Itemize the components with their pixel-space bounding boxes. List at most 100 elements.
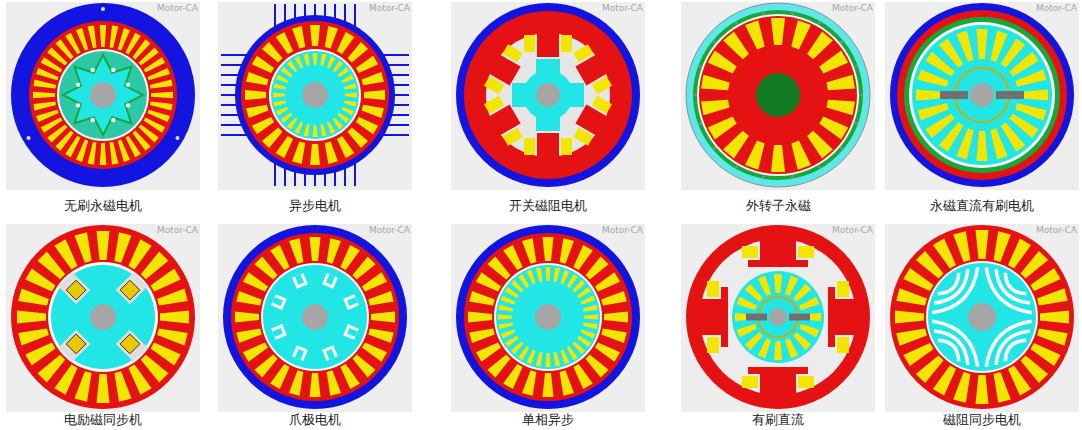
rotor-core	[263, 265, 367, 369]
bolt-hole	[27, 136, 31, 140]
stator-core	[464, 11, 632, 179]
claw	[271, 294, 287, 310]
stator-winding	[41, 118, 63, 133]
rotor-bar	[498, 315, 512, 320]
stator-winding	[791, 20, 811, 49]
stator-winding	[595, 342, 620, 361]
stator-winding	[246, 105, 268, 118]
rotor-bar	[274, 83, 287, 89]
rotor-bar	[560, 270, 569, 285]
rotor-bar	[536, 268, 543, 283]
housing	[223, 225, 407, 409]
rotor-bar	[273, 93, 285, 98]
stator-winding	[34, 80, 57, 89]
claw	[343, 324, 359, 340]
pole-shoe	[721, 287, 728, 347]
pole-coil	[524, 35, 535, 52]
watermark: Motor-CA	[832, 3, 873, 13]
stator-winding	[586, 257, 609, 280]
stator-winding	[236, 291, 261, 305]
stator-winding	[36, 110, 58, 122]
stator-winding	[488, 355, 511, 378]
magnet-dot	[699, 122, 702, 125]
stator-winding	[819, 50, 848, 73]
stator-winding	[148, 110, 170, 122]
pole-coil	[561, 138, 572, 155]
rotor-bar	[303, 54, 309, 67]
shaft	[90, 82, 116, 108]
stator-winding	[292, 26, 305, 48]
stator-winding	[110, 142, 119, 165]
pole-shoe	[748, 367, 808, 374]
stator-winding	[141, 252, 169, 280]
stator-core	[890, 225, 1074, 409]
rotor-bar	[313, 125, 318, 137]
rotor-bar	[333, 118, 343, 130]
stator-winding	[595, 272, 620, 291]
rotor-bar	[313, 53, 318, 65]
panel-background	[6, 224, 200, 412]
shaft	[970, 83, 994, 107]
stator-winding	[348, 128, 369, 149]
watermark: Motor-CA	[157, 225, 198, 235]
stator-winding	[129, 239, 152, 269]
stator-winding	[151, 268, 181, 291]
stator-winding	[1037, 329, 1068, 346]
magnet-star	[63, 55, 143, 135]
stator-winding	[243, 342, 268, 361]
armature-winding	[977, 131, 988, 161]
magnet-dot	[860, 94, 863, 97]
armature-winding	[977, 29, 988, 59]
armature-winding	[1015, 69, 1046, 86]
stator-winding	[110, 26, 119, 49]
magnet-ring	[693, 10, 863, 180]
air-gap	[494, 263, 602, 371]
magnet-dot	[735, 22, 738, 25]
stator-winding	[468, 312, 492, 323]
housing	[456, 225, 640, 409]
stator-winding	[157, 328, 188, 345]
stator-winding	[141, 355, 169, 383]
pole-coil	[573, 44, 593, 62]
motor-caption: 永磁直流有刷电机	[930, 197, 1034, 215]
motor-caption: 有刷直流	[752, 411, 804, 429]
rotor-bar	[567, 346, 578, 360]
stator-winding	[573, 245, 592, 270]
rotor-bar	[281, 67, 293, 77]
claw	[322, 345, 338, 361]
motor-caption: 开关磁阻电机	[509, 197, 587, 215]
magnet-dot	[735, 165, 738, 168]
stator-winding	[476, 342, 501, 361]
stator-winding	[903, 343, 933, 366]
stator-winding	[1031, 343, 1061, 366]
stator-winding	[88, 26, 97, 49]
stator-winding	[100, 25, 107, 47]
brush	[789, 314, 810, 321]
watermark: Motor-CA	[157, 3, 198, 13]
rotor-core	[271, 51, 359, 139]
stator-winding	[38, 355, 66, 383]
pole-coil	[524, 138, 535, 155]
air-gap	[261, 263, 369, 371]
stator-winding	[114, 371, 131, 402]
field-coil	[798, 376, 814, 388]
stator-winding	[488, 257, 511, 280]
housing	[235, 15, 395, 175]
rotor-bar	[572, 280, 585, 293]
pole-coil	[503, 128, 523, 146]
stator-winding	[560, 370, 574, 395]
rotor-bar	[501, 296, 516, 305]
yoke	[897, 10, 1067, 180]
stator-winding	[157, 289, 188, 306]
stator-winding	[148, 68, 170, 80]
panel-background	[6, 2, 200, 190]
armature-winding	[793, 332, 811, 350]
stator-winding	[994, 231, 1011, 262]
stator-winding	[953, 231, 970, 262]
armature-winding	[799, 324, 819, 337]
flux-barrier	[932, 267, 978, 313]
stator-winding	[129, 365, 152, 395]
stator-winding	[292, 142, 305, 164]
armature-winding	[799, 297, 819, 310]
